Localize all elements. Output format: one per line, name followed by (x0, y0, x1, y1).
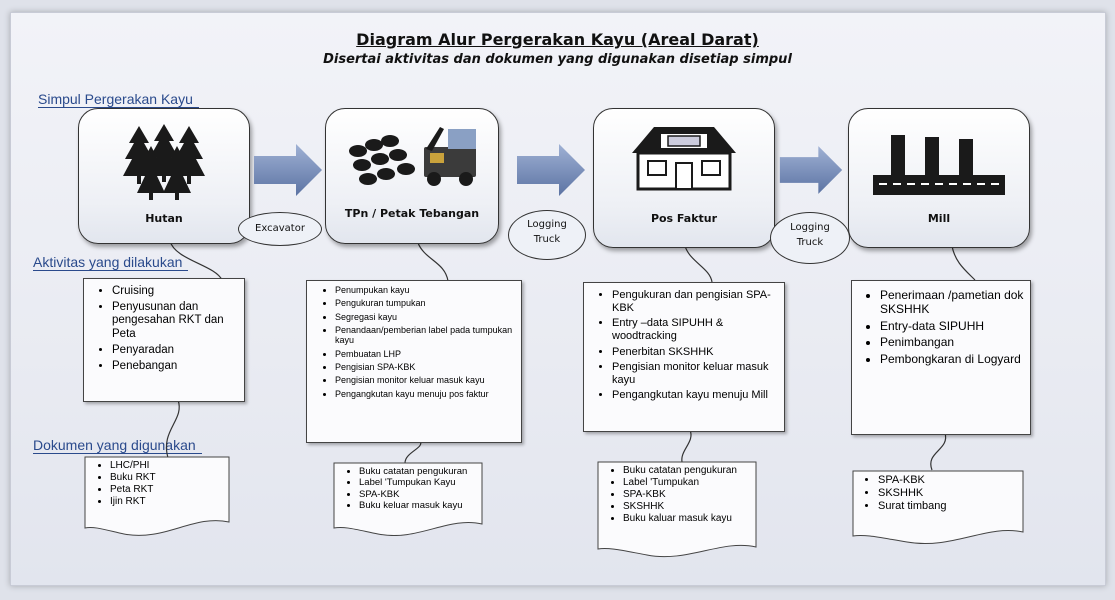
document-list-pos-faktur: Buku catatan pengukuranLabel 'TumpukanSP… (597, 461, 757, 525)
diagram-title: Diagram Alur Pergerakan Kayu (Areal Dara… (356, 30, 759, 49)
activity-item: Entry –data SIPUHH & woodtracking (612, 317, 778, 342)
document-item: Label 'Tumpukan Kayu (359, 477, 479, 488)
transport-excavator: Excavator (238, 212, 322, 246)
activity-box-tpn: Penumpukan kayuPengukuran tumpukanSegreg… (306, 280, 522, 443)
document-item: LHC/PHI (110, 460, 226, 472)
connector-hutan-activity (169, 240, 223, 281)
activity-box-pos-faktur: Pengukuran dan pengisian SPA-KBK Entry –d… (583, 282, 785, 432)
document-box-mill: SPA-KBKSKSHHKSurat timbang (852, 470, 1024, 548)
document-item: SPA-KBK (359, 489, 479, 500)
house-icon (632, 127, 736, 191)
activity-item: Penumpukan kayu (335, 285, 515, 295)
document-item: Buku catatan pengukuran (623, 465, 753, 477)
document-item: Buku kaluar masuk kayu (623, 513, 753, 525)
activity-item: Penebangan (112, 360, 238, 373)
activity-list-mill: Penerimaan /pametian dok SKSHHK Entry-dat… (852, 281, 1030, 374)
section-label-nodes: Simpul Pergerakan Kayu (38, 91, 199, 108)
factory-icon (873, 135, 1005, 195)
document-item: Label 'Tumpukan (623, 477, 753, 489)
arrow-1 (254, 144, 322, 196)
activity-item: Pengangkutan kayu menuju pos faktur (335, 389, 515, 399)
document-list-mill: SPA-KBKSKSHHKSurat timbang (852, 470, 1024, 514)
document-item: Buku catatan pengukuran (359, 466, 479, 477)
activity-item: Penerbitan SKSHHK (612, 346, 778, 359)
transport-logging-truck-1: Logging Truck (508, 210, 586, 260)
node-hutan: Hutan (78, 108, 250, 244)
forest-icon (123, 124, 205, 200)
activity-item: Segregasi kayu (335, 312, 515, 322)
section-label-activities: Aktivitas yang dilakukan (33, 254, 189, 271)
activity-item: Pembongkaran di Logyard (880, 352, 1024, 367)
document-box-pos-faktur: Buku catatan pengukuranLabel 'TumpukanSP… (597, 461, 757, 561)
transport-1-line1: Logging (527, 219, 567, 230)
activity-item: Penyaradan (112, 344, 238, 357)
activity-item: Entry-data SIPUHH (880, 319, 1024, 334)
log-pile-icon (349, 127, 476, 186)
document-list-tpn: Buku catatan pengukuranLabel 'Tumpukan K… (333, 462, 483, 512)
node-pos-faktur: Pos Faktur (593, 108, 775, 248)
activity-item: Penandaan/pemberian label pada tumpukan … (335, 325, 515, 346)
activity-item: Pengisian SPA-KBK (335, 362, 515, 372)
connector-pos-activity (684, 245, 713, 283)
activity-list-hutan: CruisingPenyusunan dan pengesahan RKT da… (84, 279, 244, 380)
connector-pos-docs (681, 429, 692, 463)
transport-excavator-label: Excavator (255, 223, 305, 234)
connector-mill-activity (951, 245, 976, 281)
connector-mill-docs (930, 432, 947, 471)
node-label-mill: Mill (927, 212, 951, 225)
transport-2-line2: Truck (796, 237, 824, 248)
transport-1-line2: Truck (533, 234, 561, 245)
activity-list-pos-faktur: Pengukuran dan pengisian SPA-KBK Entry –d… (584, 283, 784, 409)
activity-item: Cruising (112, 285, 238, 298)
activity-item: Pengangkutan kayu menuju Mill (612, 389, 778, 402)
document-list-hutan: LHC/PHIBuku RKTPeta RKTIjin RKT (84, 456, 230, 508)
activity-item: Pengisian monitor keluar masuk kayu (612, 361, 778, 386)
document-box-tpn: Buku catatan pengukuranLabel 'Tumpukan K… (333, 462, 483, 536)
activity-item: Penerimaan /pametian dok SKSHHK (880, 288, 1024, 317)
document-item: SKSHHK (623, 501, 753, 513)
document-item: Buku keluar masuk kayu (359, 500, 479, 511)
document-box-hutan: LHC/PHIBuku RKTPeta RKTIjin RKT (84, 456, 230, 538)
document-item: SKSHHK (878, 487, 1020, 500)
connector-tpn-docs (404, 440, 422, 464)
connector-hutan-docs (165, 399, 180, 459)
document-item: Peta RKT (110, 484, 226, 496)
connector-tpn-activity (417, 242, 449, 282)
section-label-documents: Dokumen yang digunakan (33, 437, 202, 454)
activity-item: Pengukuran dan pengisian SPA-KBK (612, 289, 778, 314)
node-label-pos-faktur: Pos Faktur (650, 212, 718, 225)
diagram-subtitle: Disertai aktivitas dan dokumen yang digu… (323, 52, 792, 67)
arrow-3 (779, 146, 843, 194)
document-item: Buku RKT (110, 472, 226, 484)
document-item: Ijin RKT (110, 496, 226, 508)
node-tpn: TPn / Petak Tebangan (325, 108, 499, 244)
document-item: SPA-KBK (623, 489, 753, 501)
node-label-hutan: Hutan (145, 212, 183, 225)
activity-item: Penyusunan dan pengesahan RKT dan Peta (112, 301, 238, 341)
activity-box-hutan: CruisingPenyusunan dan pengesahan RKT da… (83, 278, 245, 402)
activity-box-mill: Penerimaan /pametian dok SKSHHK Entry-dat… (851, 280, 1031, 435)
transport-2-line1: Logging (790, 222, 830, 233)
arrow-2 (517, 144, 585, 196)
activity-item: Penimbangan (880, 336, 1024, 350)
activity-list-tpn: Penumpukan kayuPengukuran tumpukanSegreg… (307, 281, 521, 406)
activity-item: Pengukuran tumpukan (335, 298, 515, 308)
document-item: Surat timbang (878, 500, 1020, 513)
activity-item: Pembuatan LHP (335, 349, 515, 359)
node-label-tpn: TPn / Petak Tebangan (344, 207, 480, 220)
document-item: SPA-KBK (878, 474, 1020, 487)
activity-item: Pengisian monitor keluar masuk kayu (335, 375, 515, 385)
transport-logging-truck-2: Logging Truck (770, 212, 850, 264)
node-mill: Mill (848, 108, 1030, 248)
